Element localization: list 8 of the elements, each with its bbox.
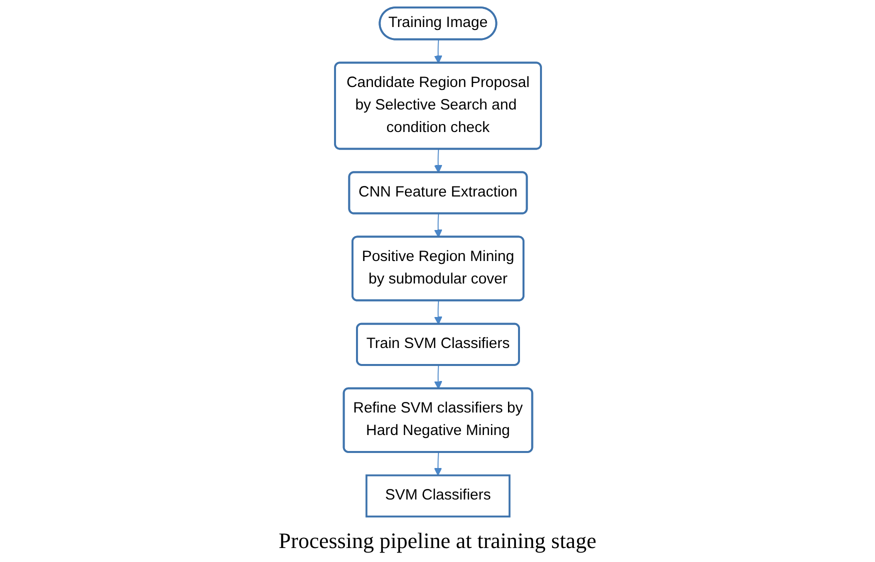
arrow (434, 364, 442, 390)
arrow (433, 452, 442, 476)
arrow (434, 213, 442, 238)
arrow (434, 148, 442, 174)
node-box: SVM Classifiers (365, 474, 510, 518)
arrow (434, 300, 442, 325)
caption: Processing pipeline at training stage (278, 527, 596, 555)
arrow (434, 39, 442, 64)
